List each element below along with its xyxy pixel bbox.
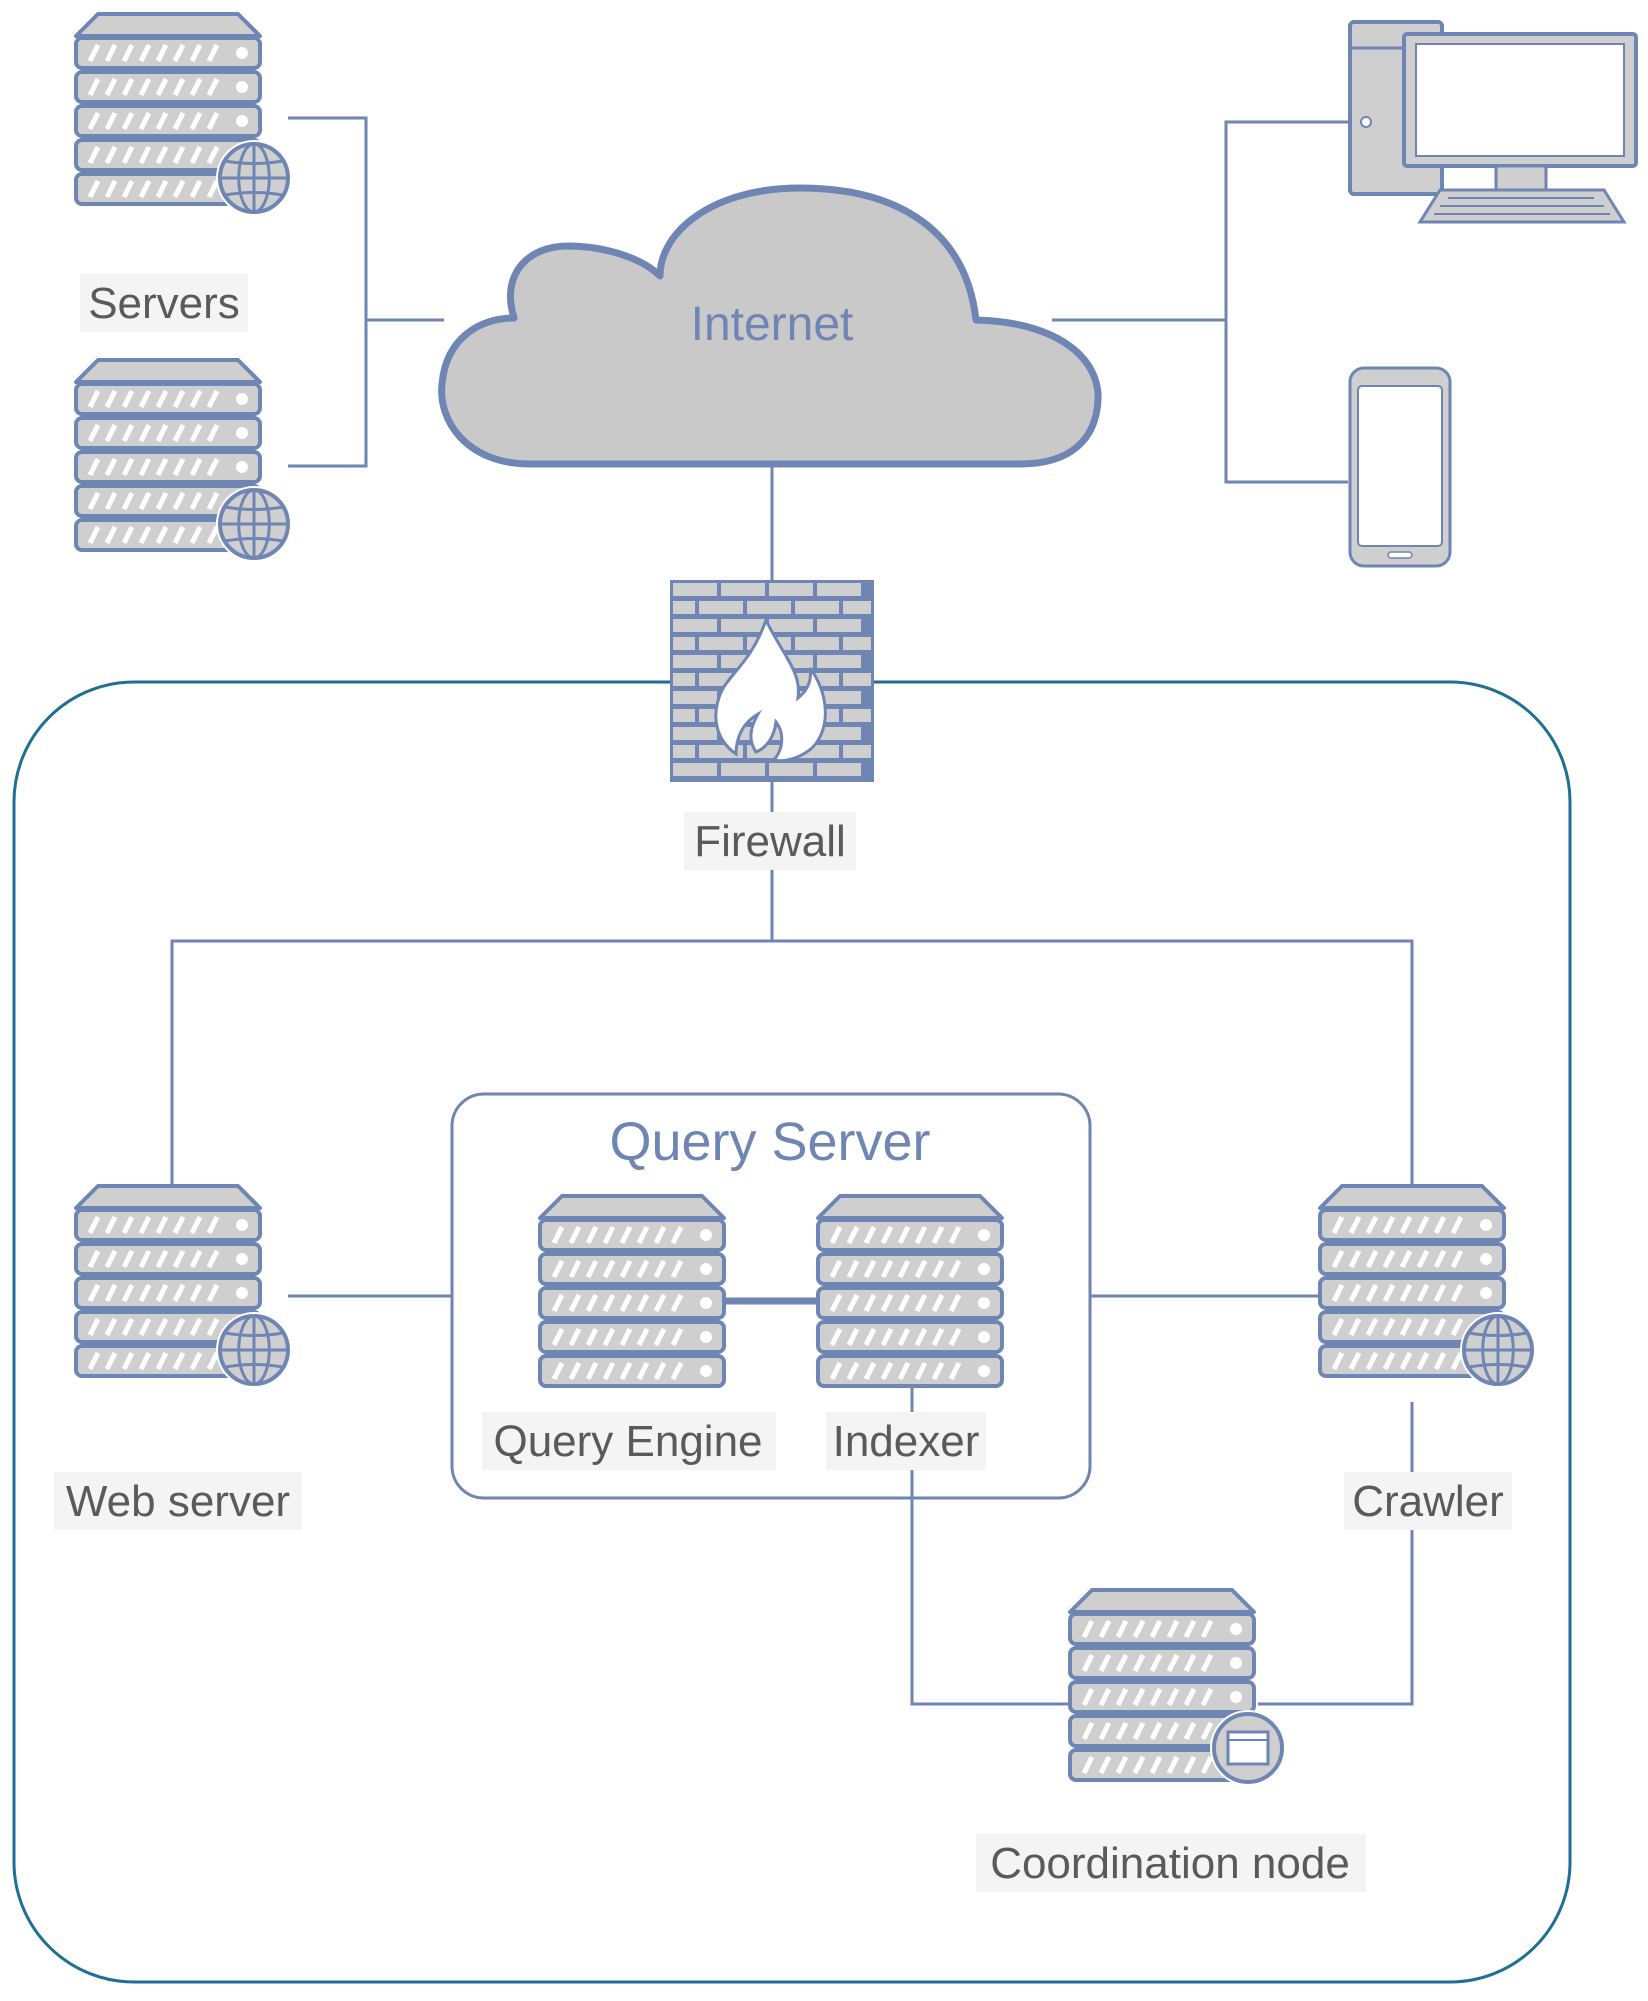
coordination-node-rack-icon [1068,1588,1286,1786]
firewall-icon [670,580,874,782]
connector-crawler-coordination [1258,1402,1414,1706]
window-badge-icon [1210,1710,1286,1786]
globe-icon [216,140,292,216]
connector-indexer-coordination [910,1370,1068,1706]
connections [170,116,1414,1706]
smartphone-icon [1348,366,1452,568]
connector-servers-internet [288,116,368,468]
labels: Servers Firewall Query Engine Indexer We… [66,279,1504,1888]
firewall-label: Firewall [694,817,846,866]
crawler-label: Crawler [1352,1477,1504,1526]
internet-label: Internet [691,298,854,351]
web-server-rack-icon [74,1184,292,1388]
globe-icon [216,486,292,562]
query-server-title: Query Server [609,1112,930,1172]
indexer-label: Indexer [833,1417,980,1466]
coordination-node-label: Coordination node [990,1839,1350,1888]
connector-bus [170,939,1414,1190]
label-backgrounds [54,274,1512,1892]
server-rack-icon-top [74,12,292,216]
globe-icon [216,1312,292,1388]
flame-icon [714,616,827,763]
cloud-icon [438,184,1102,468]
crawler-rack-icon [1318,1184,1536,1388]
server-racks [74,12,1536,1786]
desktop-computer-icon [1348,20,1638,224]
servers-label: Servers [88,279,240,328]
query-engine-label: Query Engine [493,1417,762,1466]
connector-clients [1224,120,1348,484]
query-server-group [450,1092,1092,1500]
indexer-rack-icon [816,1194,1004,1388]
query-engine-rack-icon [538,1194,726,1388]
web-server-label: Web server [66,1477,290,1526]
globe-icon [1460,1312,1536,1388]
server-rack-icon-bottom [74,358,292,562]
